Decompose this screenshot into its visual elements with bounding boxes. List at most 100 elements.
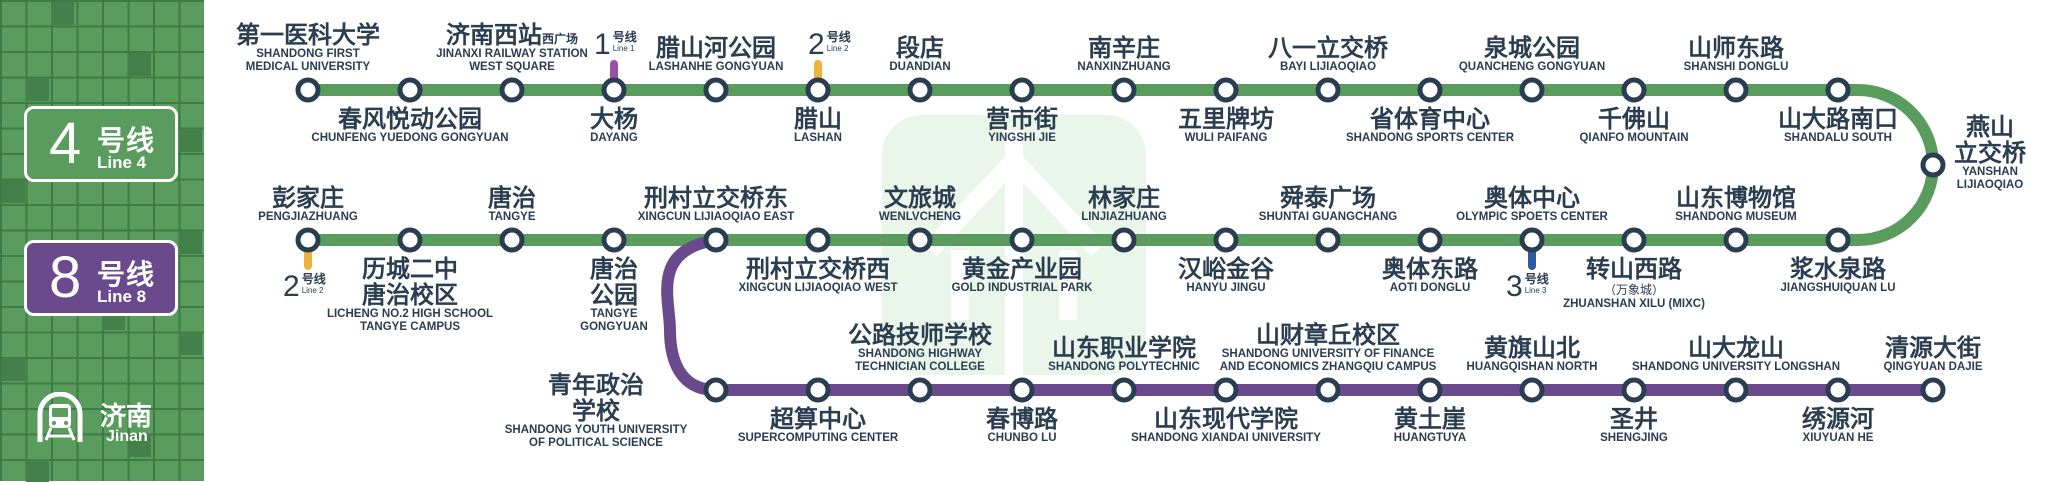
station-name-en: CHUNFENG YUEDONG GONGYUAN <box>311 132 509 144</box>
line2-transfer-stub <box>304 248 312 270</box>
station-name-en: TANGYE GONGYUAN <box>580 308 648 333</box>
station-name-en: HUANGTUYA <box>1393 432 1467 444</box>
transfer-label-en: Line 3 <box>1524 286 1547 295</box>
station-name-cn: 山东职业学院 <box>1052 333 1196 362</box>
station-name-cn: 燕山 立交桥 <box>1954 112 2026 167</box>
station-name-en: AOTI DONGLU <box>1389 282 1471 294</box>
transfer-label-en: Line 2 <box>301 286 324 295</box>
station-name-en: SHENGJING <box>1600 432 1668 444</box>
station-name-en: LICHENG NO.2 HIGH SCHOOL TANGYE CAMPUS <box>326 308 494 333</box>
station-name-cn: 黄金产业园 <box>962 254 1082 283</box>
station-name-en: SHANDONG UNIVERSITY LONGSHAN <box>1631 361 1841 373</box>
station-name-en: BAYI LIJIAOQIAO <box>1279 61 1377 73</box>
station-name-cn: 山东博物馆 <box>1675 183 1796 212</box>
station-name-en: SHANSHI DONGLU <box>1683 61 1789 73</box>
station-name-cn: 南辛庄 <box>1088 33 1160 62</box>
sidebar-tile <box>2 358 25 381</box>
station-name-cn: 圣井 <box>1610 404 1658 433</box>
station-name-cn: 汉峪金谷 <box>1178 254 1274 283</box>
line8-badge[interactable]: 8 号线 Line 8 <box>24 240 178 316</box>
station-name-en: XINGCUN LIJIAOQIAO WEST <box>738 282 898 294</box>
sidebar-tile <box>179 231 202 254</box>
station-yanshan-lijiaoqiao[interactable]: 燕山 立交桥 YANSHAN LIJIAOQIAO <box>1940 114 2040 192</box>
station-name-en: NANXINZHUANG <box>1077 61 1171 73</box>
sidebar-tile <box>2 180 25 203</box>
station-name-cn: 大杨 <box>590 104 638 133</box>
station-label[interactable]: 转山西路（万象城）ZHUANSHAN XILU (MIXC) <box>1563 256 1705 311</box>
station-name-cn: 第一医科大学 <box>236 20 380 49</box>
station-name-en: SHANDONG FIRST MEDICAL UNIVERSITY <box>245 48 371 73</box>
station-name-en: JINANXI RAILWAY STATION WEST SQUARE <box>436 48 588 73</box>
station-name-cn: 腊山 <box>794 104 842 133</box>
transfer-number: 1 <box>594 28 611 61</box>
transfer-label-en: Line 2 <box>826 44 849 53</box>
station-name-en: HUANGQISHAN NORTH <box>1466 361 1598 373</box>
station-name-cn: 八一立交桥 <box>1268 33 1388 62</box>
station-name-cn: 山大路南口 <box>1778 104 1898 133</box>
station-name-cn: 奥体中心 <box>1484 183 1580 212</box>
line4-label-cn: 号线 <box>97 124 156 157</box>
sidebar-tile <box>179 129 202 152</box>
station-name-en: DUANDIAN <box>889 61 951 73</box>
station-name-cn: 青年政治 学校 <box>548 370 644 425</box>
station-markers <box>295 77 1946 403</box>
station-name-cn: 山大龙山 <box>1688 333 1784 362</box>
station-name-en: YINGSHI JIE <box>988 132 1056 144</box>
line4-badge[interactable]: 4 号线 Line 4 <box>24 106 178 182</box>
station-name-cn: 浆水泉路 <box>1789 254 1886 283</box>
line1-transfer-stub <box>610 60 618 82</box>
transfer-label-cn: 号线 <box>612 30 637 44</box>
station-name-en: JIANGSHUIQUAN LU <box>1780 282 1896 294</box>
line2-transfer-stub <box>814 60 822 82</box>
